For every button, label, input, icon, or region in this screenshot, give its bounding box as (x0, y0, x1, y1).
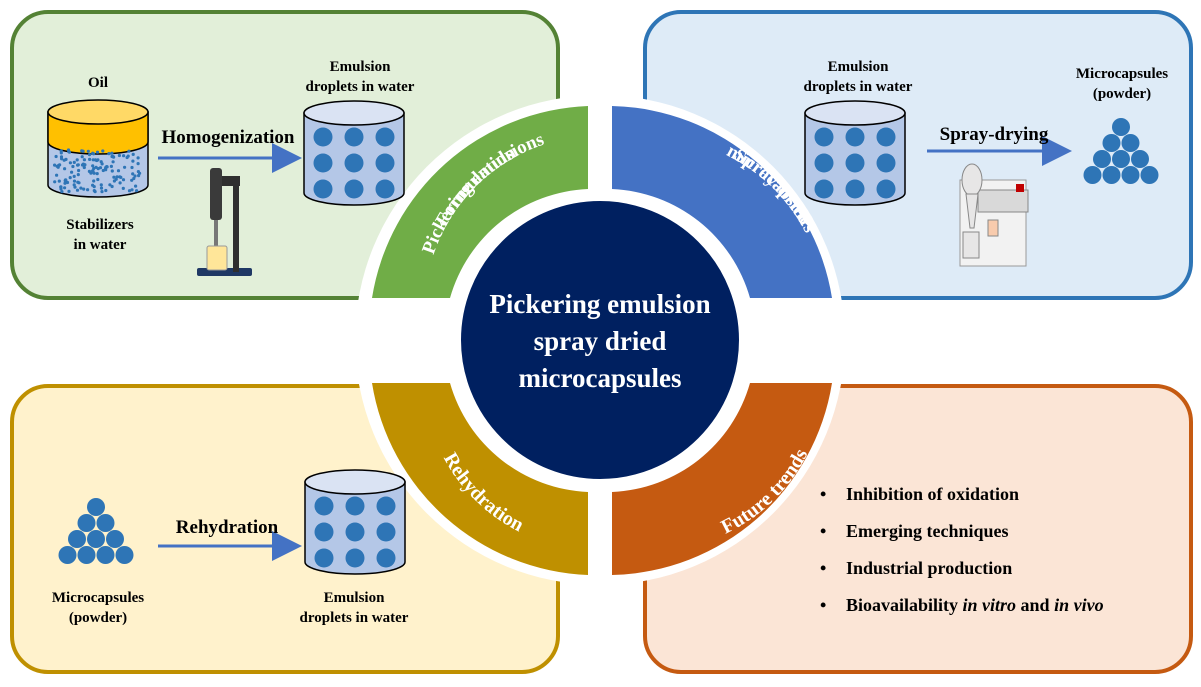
center-title-line-3: microcapsules (519, 363, 682, 393)
microcapsule-pyramid (58, 498, 134, 564)
microcapsule (1121, 166, 1140, 184)
microcapsule (87, 498, 105, 516)
microcapsule (1131, 150, 1149, 168)
droplet (376, 522, 396, 542)
microcapsule (1112, 118, 1130, 136)
bullet-dot: • (820, 521, 827, 541)
droplet (345, 522, 365, 542)
tl-emulsion-label-2: droplets in water (305, 79, 415, 95)
droplet (375, 153, 395, 173)
trend-text-italic: in vivo (1054, 595, 1104, 615)
bullet-dot: • (820, 484, 827, 504)
droplet (876, 179, 896, 199)
droplet (344, 127, 364, 147)
trend-text-prefix: Bioavailability (846, 595, 959, 615)
center-circle (455, 195, 745, 485)
droplet (344, 179, 364, 199)
tr-emulsion-label-2: droplets in water (803, 79, 913, 95)
trend-item: • Emerging techniques (820, 513, 1104, 550)
microcapsule (1102, 134, 1121, 152)
microcapsule (1121, 134, 1140, 152)
microcapsule (1140, 166, 1159, 184)
bullet-dot: • (820, 595, 827, 615)
bullet-dot: • (820, 558, 827, 578)
tl-emulsion-label-1: Emulsion (329, 59, 391, 75)
droplet (876, 127, 896, 147)
microcapsule (1102, 166, 1121, 184)
droplet (845, 153, 865, 173)
droplet (313, 179, 333, 199)
center-title-line-2: spray dried (534, 326, 667, 356)
quadrant-future-trends (612, 383, 832, 575)
trend-text: Emerging techniques (846, 521, 1009, 541)
tr-microcapsules-label-2: (powder) (1092, 86, 1152, 102)
quadrant-spray-dried (612, 106, 832, 298)
microcapsule (96, 514, 115, 532)
microcapsule (68, 530, 86, 548)
droplet (344, 153, 364, 173)
bl-microcapsules-label-1: Microcapsules (51, 590, 145, 606)
stabilizers-label-2: in water (73, 237, 127, 253)
emulsion-beaker (304, 469, 406, 575)
droplet (314, 548, 334, 568)
quadrant-formulation (372, 106, 588, 298)
droplet (876, 153, 896, 173)
droplet (375, 127, 395, 147)
droplet (376, 548, 396, 568)
droplet (376, 496, 396, 516)
microcapsule (1093, 150, 1111, 168)
droplet (313, 127, 333, 147)
microcapsule (115, 546, 134, 564)
homogenization-label: Homogenization (161, 127, 295, 148)
droplet (845, 127, 865, 147)
trend-item: • Inhibition of oxidation (820, 476, 1104, 513)
oil-water-beaker (47, 99, 149, 198)
droplet (814, 127, 834, 147)
oil-label: Oil (87, 75, 108, 91)
tr-emulsion-label-1: Emulsion (827, 59, 889, 75)
droplet (345, 548, 365, 568)
emulsion-beaker (804, 100, 906, 206)
quadrant-rehydration (372, 383, 588, 575)
microcapsule (1112, 150, 1130, 168)
spray-dryer-icon (959, 163, 1029, 267)
emulsion-beaker (303, 100, 405, 206)
spray-drying-label: Spray-drying (939, 124, 1049, 145)
trend-item: • Industrial production (820, 550, 1104, 587)
center-title-line-1: Pickering emulsion (489, 289, 710, 319)
future-trends-list: • Inhibition of oxidation • Emerging techn… (820, 476, 1104, 624)
rehydration-step-label: Rehydration (175, 517, 279, 538)
droplet (814, 153, 834, 173)
droplet (314, 496, 334, 516)
droplet (845, 179, 865, 199)
microcapsule (106, 530, 124, 548)
microcapsule (58, 546, 77, 564)
droplet (814, 179, 834, 199)
trend-text-italic: in vitro (962, 595, 1017, 615)
microcapsule-pyramid (1083, 118, 1159, 184)
stabilizers-label-1: Stabilizers (66, 217, 134, 233)
bl-emulsion-label-1: Emulsion (323, 590, 385, 606)
trend-item: • Bioavailability in vitro and in vivo (820, 587, 1104, 624)
bl-emulsion-label-2: droplets in water (299, 610, 409, 626)
microcapsule (96, 546, 115, 564)
stabilizer-particles (53, 148, 142, 194)
droplet (345, 496, 365, 516)
microcapsule (87, 530, 105, 548)
tr-microcapsules-label-1: Microcapsules (1075, 66, 1169, 82)
microcapsule (77, 514, 96, 532)
microcapsule (1083, 166, 1102, 184)
trend-text: Inhibition of oxidation (846, 484, 1020, 504)
homogenizer-icon (197, 168, 252, 276)
trend-text: Industrial production (846, 558, 1013, 578)
bl-microcapsules-label-2: (powder) (68, 610, 128, 626)
microcapsule (77, 546, 96, 564)
droplet (314, 522, 334, 542)
droplet (313, 153, 333, 173)
trend-text-mid: and (1020, 595, 1050, 615)
droplet (375, 179, 395, 199)
